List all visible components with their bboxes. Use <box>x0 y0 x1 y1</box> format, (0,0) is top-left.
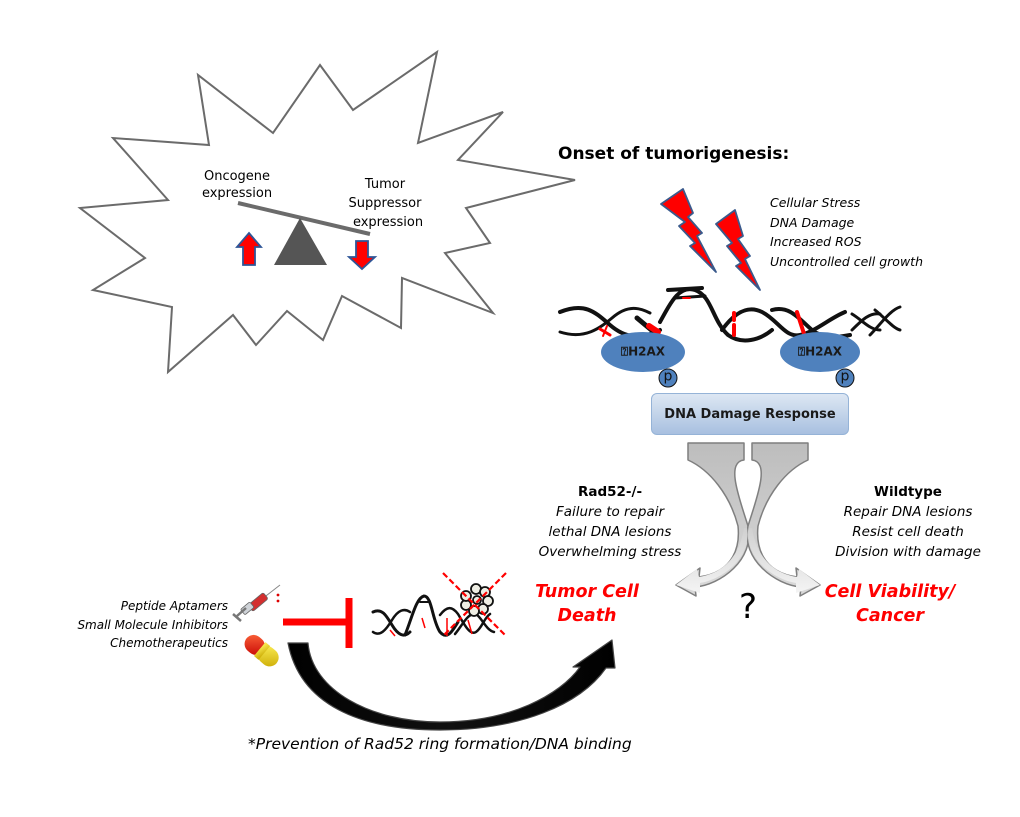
therapeutic-item: Small Molecule Inhibitors <box>77 617 228 632</box>
lightning-bolt-icon <box>660 188 717 273</box>
stressor-item: Uncontrolled cell growth <box>770 253 923 269</box>
outcome-line: Cancer <box>856 606 924 626</box>
pill-capsule-icon <box>244 634 279 667</box>
red-cross-out-mark <box>442 572 507 637</box>
oncogene-expression-label: Oncogene expression <box>202 168 272 202</box>
h2ax-label-right: ⍰H2AX <box>797 344 843 359</box>
stressor-item: Increased ROS <box>770 234 862 249</box>
fulcrum-triangle <box>274 218 327 265</box>
dna-helix-damaged <box>558 286 902 343</box>
therapy-to-death-arrow <box>287 639 616 731</box>
phosphate-marker-right: p <box>835 368 855 388</box>
h2ax-label-left: ⍰H2AX <box>620 344 666 359</box>
h2ax-marker-left <box>601 332 685 372</box>
rad52-point: lethal DNA lesions <box>548 524 672 540</box>
rad52-point: Overwhelming stress <box>538 544 682 560</box>
therapeutic-item: Peptide Aptamers <box>120 599 228 613</box>
wildtype-branch: Wildtype Repair DNA lesions Resist cell … <box>808 482 1008 562</box>
wildtype-point: Division with damage <box>835 544 981 560</box>
dna-damage-response-label: DNA Damage Response <box>664 406 836 422</box>
outcome-line: Tumor Cell <box>535 582 639 602</box>
stressor-item: DNA Damage <box>770 214 855 230</box>
therapeutic-item: Chemotherapeutics <box>110 636 228 650</box>
footnote: *Prevention of Rad52 ring formation/DNA … <box>248 735 632 753</box>
cell-viability-outcome: Cell Viability/ Cancer <box>805 580 975 628</box>
rad52-point: Failure to repair <box>555 504 665 520</box>
rad52-ring-icon <box>460 583 494 617</box>
label-line: Tumor <box>364 177 406 192</box>
rad52-title: Rad52-/- <box>577 484 643 500</box>
syringe-icon <box>232 584 281 622</box>
stressor-item: Cellular Stress <box>770 195 861 210</box>
starburst-shape <box>77 49 576 375</box>
outcome-line: Death <box>557 606 617 626</box>
wildtype-point: Resist cell death <box>852 524 964 540</box>
tumor-suppressor-down-arrow-icon <box>346 240 378 271</box>
question-mark: ? <box>738 587 758 627</box>
arrow-to-cell-viability-lower <box>748 528 820 593</box>
tumor-cell-death-outcome: Tumor Cell Death <box>517 580 657 628</box>
h2ax-marker-right <box>780 332 860 372</box>
arrow-to-cell-viability <box>746 442 821 597</box>
small-dna-lesions <box>389 617 473 637</box>
therapeutics-list: Peptide Aptamers Small Molecule Inhibito… <box>77 597 228 653</box>
outcome-line: Cell Viability/ <box>824 582 956 602</box>
stressor-list: Cellular Stress DNA Damage Increased ROS… <box>770 193 923 271</box>
phosphate-marker-left: p <box>658 368 678 388</box>
label-line: Oncogene <box>203 169 271 184</box>
label-line: expression <box>201 186 273 201</box>
rad52-branch: Rad52-/- Failure to repair lethal DNA le… <box>510 482 710 562</box>
rad52-dna-complex <box>371 594 496 637</box>
lightning-bolt-icon <box>715 209 761 291</box>
oncogene-up-arrow-icon <box>235 231 263 266</box>
dna-damage-response-box: DNA Damage Response <box>651 393 849 435</box>
arrow-to-tumor-cell-death <box>675 442 750 597</box>
balance-beam <box>237 201 371 236</box>
tumor-suppressor-expression-label: Tumor Suppressor expression <box>347 175 424 232</box>
label-line: Suppressor <box>348 196 422 211</box>
onset-title: Onset of tumorigenesis: <box>558 144 790 164</box>
wildtype-title: Wildtype <box>874 484 942 500</box>
arrow-to-tumor-cell-death-lower <box>676 528 748 593</box>
wildtype-point: Repair DNA lesions <box>843 504 973 520</box>
label-line: expression <box>352 215 424 230</box>
